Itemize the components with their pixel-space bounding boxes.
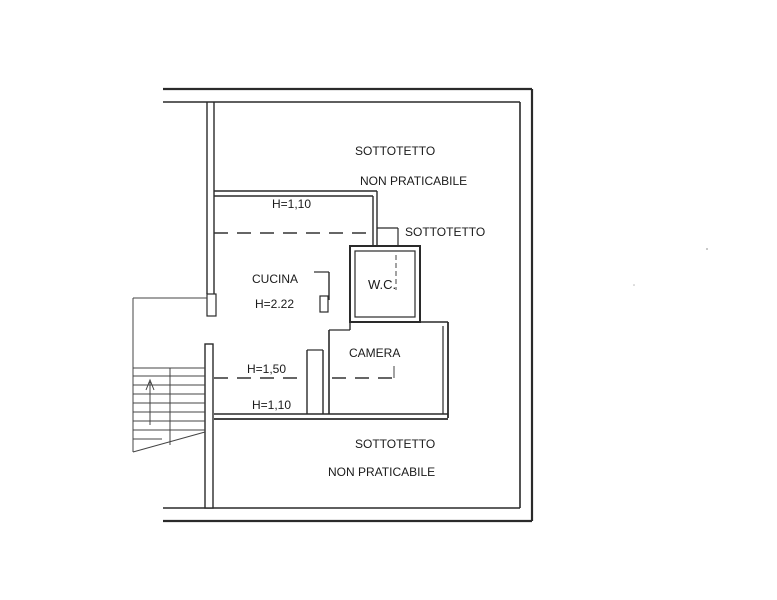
upper-interior-wall [214, 190, 420, 247]
bedroom-walls [328, 321, 449, 418]
attic-top-label-line2: NON PRATICABILE [360, 174, 467, 188]
attic-top-label-line1: SOTTOTETTO [355, 144, 435, 158]
attic-right-label: SOTTOTETTO [405, 225, 485, 239]
bedroom-label: CAMERA [349, 346, 400, 360]
stair-direction-arrow-icon [145, 378, 155, 425]
left-wall [204, 102, 217, 509]
height-upper-label: H=1,10 [272, 197, 311, 211]
kitchen-partition [306, 271, 330, 414]
staircase [132, 297, 207, 453]
attic-bottom-label-line2: NON PRATICABILE [328, 465, 435, 479]
attic-bottom-label-line1: SOTTOTETTO [355, 437, 435, 451]
wc-label: W.C. [368, 277, 396, 292]
outer-perimeter-wall [163, 87, 534, 523]
height-change-lines [214, 232, 395, 379]
kitchen-height-label: H=2.22 [255, 297, 294, 311]
height-mid-label: H=1,50 [247, 362, 286, 376]
height-lower-label: H=1,10 [252, 398, 291, 412]
lower-interior-wall [214, 413, 448, 420]
kitchen-name-label: CUCINA [252, 272, 298, 286]
